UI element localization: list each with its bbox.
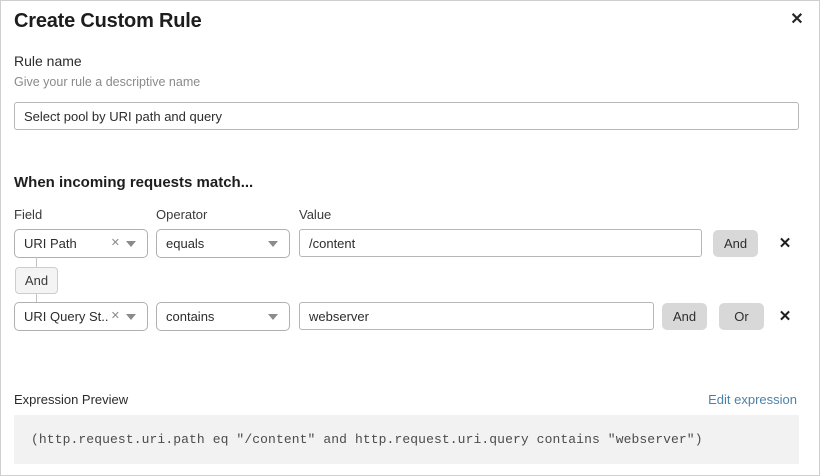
close-icon[interactable]: ✕: [784, 7, 810, 33]
clear-icon[interactable]: ✕: [110, 237, 120, 249]
chevron-down-icon: [268, 240, 278, 247]
value-input-1[interactable]: [299, 302, 654, 330]
connector-operator-badge[interactable]: And: [15, 267, 58, 294]
value-input-0[interactable]: [299, 229, 702, 257]
dialog-title: Create Custom Rule: [14, 10, 202, 32]
rule-name-input[interactable]: [14, 102, 799, 130]
chevron-down-icon: [268, 313, 278, 320]
add-and-condition-button-1[interactable]: And: [662, 303, 708, 330]
connector-line-top: [36, 257, 37, 268]
expression-preview-box: (http.request.uri.path eq "/content" and…: [14, 415, 799, 464]
expression-preview-code: (http.request.uri.path eq "/content" and…: [31, 432, 703, 447]
operator-select-value: equals: [166, 236, 205, 251]
operator-select-value: contains: [166, 309, 215, 324]
delete-condition-button-1[interactable]: ✕: [773, 302, 797, 330]
operator-select-0[interactable]: equals: [156, 229, 290, 258]
edit-expression-link[interactable]: Edit expression: [708, 392, 797, 407]
condition-connector: And: [1, 257, 121, 305]
field-select-1[interactable]: URI Query St... ✕: [14, 302, 148, 331]
field-select-0[interactable]: URI Path ✕: [14, 229, 148, 258]
condition-row: URI Path ✕ equals And ✕: [1, 229, 819, 259]
delete-condition-button-0[interactable]: ✕: [773, 229, 797, 257]
column-header-operator: Operator: [156, 207, 208, 222]
condition-row: URI Query St... ✕ contains And Or ✕: [1, 302, 819, 332]
rule-name-sublabel: Give your rule a descriptive name: [14, 75, 201, 89]
clear-icon[interactable]: ✕: [110, 310, 120, 322]
add-or-condition-button-1[interactable]: Or: [719, 303, 764, 330]
column-header-field: Field: [14, 207, 43, 222]
conditions-heading: When incoming requests match...: [14, 174, 254, 191]
operator-select-1[interactable]: contains: [156, 302, 290, 331]
field-select-value: URI Path: [24, 236, 77, 251]
chevron-down-icon: [126, 313, 136, 320]
rule-name-label: Rule name: [14, 53, 82, 69]
add-and-condition-button-0[interactable]: And: [713, 230, 759, 257]
chevron-down-icon: [126, 240, 136, 247]
field-select-value: URI Query St...: [24, 309, 109, 324]
column-header-value: Value: [299, 207, 332, 222]
expression-preview-label: Expression Preview: [14, 392, 129, 407]
connector-line-bottom: [36, 294, 37, 303]
